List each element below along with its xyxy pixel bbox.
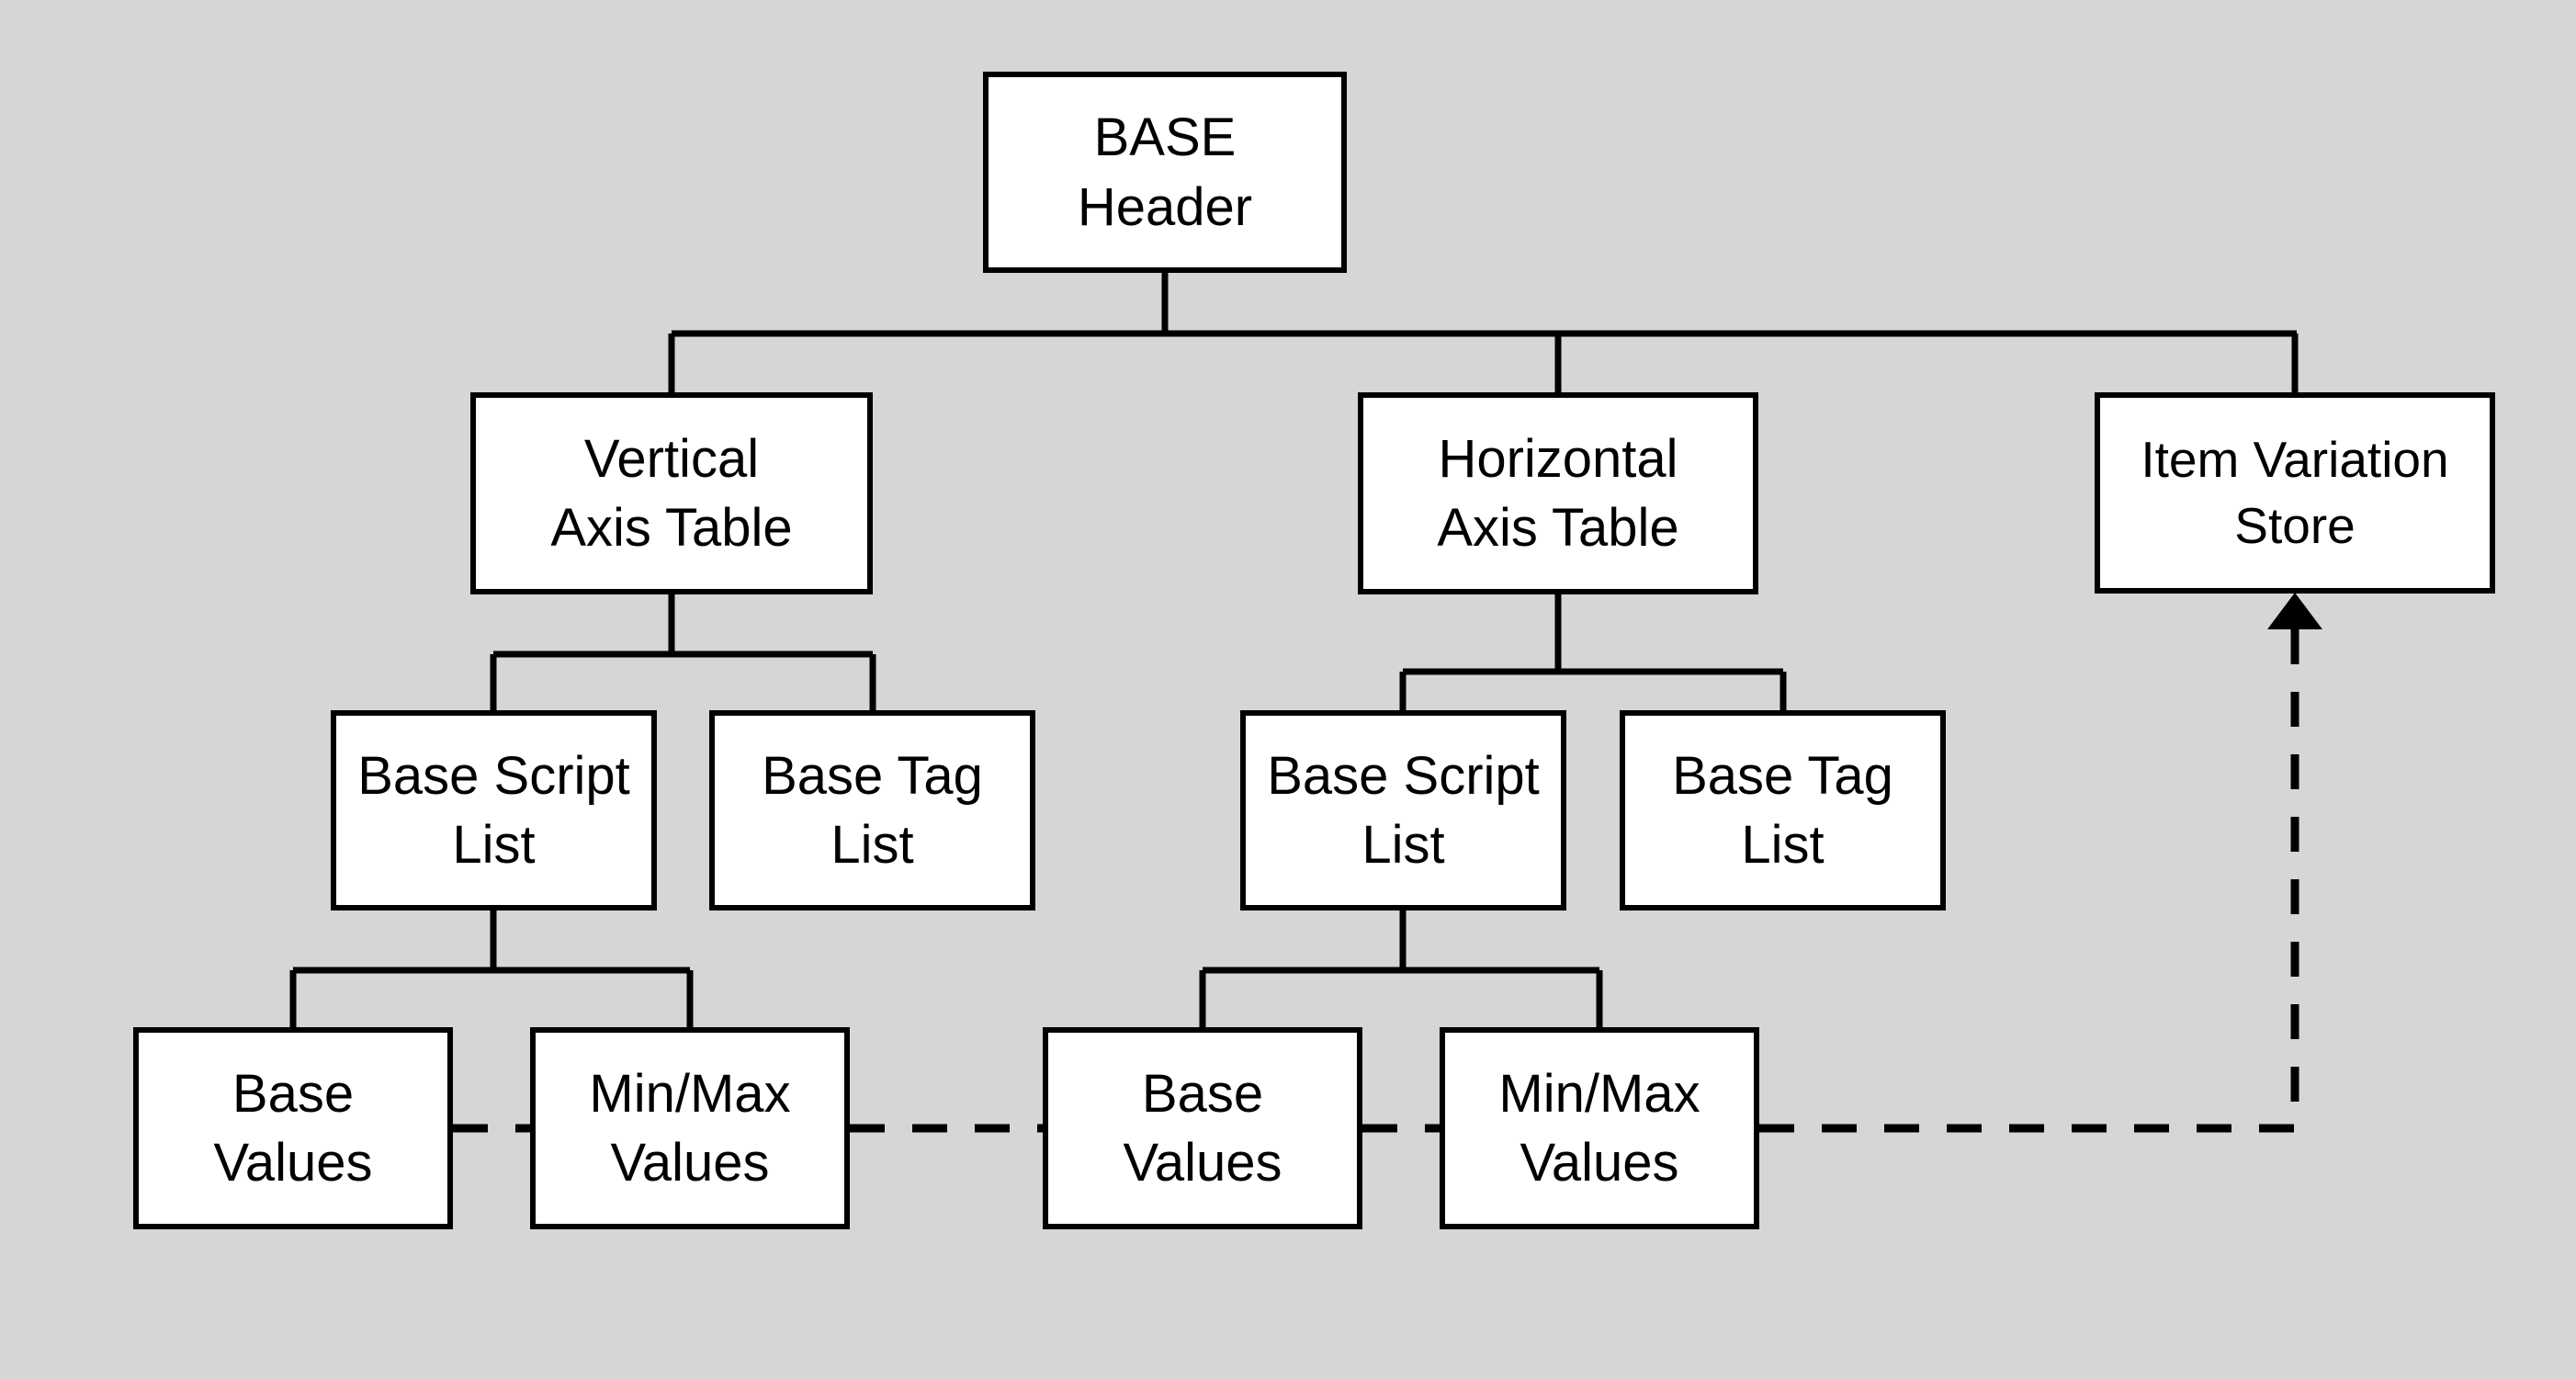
- node-label: Base Script: [357, 745, 630, 806]
- node-label: BASE: [1093, 107, 1237, 168]
- node-label: Header: [1077, 176, 1253, 237]
- node-label: Base Tag: [1672, 745, 1893, 806]
- node-label: Store: [2234, 496, 2356, 554]
- node-label: List: [830, 815, 914, 875]
- node-label: Axis Table: [550, 498, 793, 558]
- node-label: Values: [1123, 1133, 1282, 1193]
- node-label: Horizontal: [1438, 428, 1678, 489]
- solid-connectors: [289, 273, 2299, 1027]
- node-label: Item Variation: [2141, 431, 2449, 488]
- node-label: Axis Table: [1437, 498, 1679, 558]
- node-label: Min/Max: [589, 1063, 791, 1124]
- node-label: List: [1361, 815, 1445, 875]
- node-label: Values: [610, 1133, 770, 1193]
- node-label: Base: [1141, 1063, 1264, 1124]
- node-label: Base Script: [1267, 745, 1540, 806]
- node-label: Base Tag: [762, 745, 983, 806]
- node-label: List: [452, 815, 536, 875]
- node-label: Min/Max: [1498, 1063, 1700, 1124]
- node-label: Values: [1520, 1133, 1679, 1193]
- node-label: List: [1741, 815, 1825, 875]
- node-label: Vertical: [583, 428, 760, 489]
- arrowhead-triangle: [2267, 593, 2322, 629]
- arrowhead-item-variation-store: [2267, 593, 2322, 629]
- node-label: Base: [232, 1063, 355, 1124]
- node-label: Values: [213, 1133, 373, 1193]
- node-base-header[interactable]: BASE Header: [983, 72, 1347, 273]
